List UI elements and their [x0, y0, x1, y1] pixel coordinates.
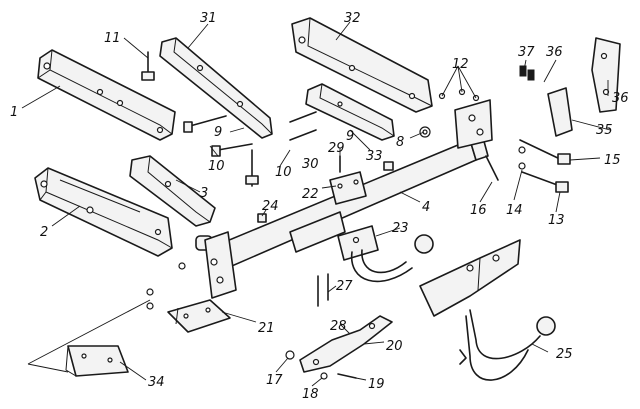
- callout-19: 19: [368, 377, 385, 392]
- part-25-detachable-hitch: [419, 239, 556, 381]
- callout-10a: 10: [208, 159, 225, 174]
- callout-labels: 1 2 3 4 8 9 9 10 10 11 12 13 14 15 16 17…: [10, 11, 629, 402]
- part-32-right-rail: [291, 17, 433, 113]
- callout-33: 33: [366, 149, 383, 164]
- callout-34: 34: [148, 375, 165, 390]
- callout-36a: 36: [546, 45, 563, 60]
- callout-30: 30: [302, 157, 319, 172]
- part-35-36-brackets: [519, 37, 621, 137]
- part-22-mount-plate: [329, 171, 367, 205]
- callout-11: 11: [104, 31, 121, 46]
- callout-24: 24: [262, 199, 279, 214]
- callout-9a: 9: [214, 125, 222, 140]
- callout-15: 15: [604, 153, 621, 168]
- callout-22: 22: [302, 187, 319, 202]
- callout-31: 31: [200, 11, 217, 26]
- callout-2: 2: [40, 225, 48, 240]
- callout-25: 25: [556, 347, 573, 362]
- callout-17: 17: [266, 373, 283, 388]
- part-34-plate: [65, 345, 129, 377]
- part-4-main-beam: [204, 99, 493, 299]
- bolts: [141, 51, 571, 379]
- callout-12: 12: [452, 57, 469, 72]
- callout-20: 20: [386, 339, 403, 354]
- part-2-left-lower-rail: [34, 167, 173, 257]
- callout-28: 28: [330, 319, 347, 334]
- part-23-hitch-ball: [337, 225, 434, 283]
- callout-21: 21: [258, 321, 275, 336]
- callout-8: 8: [396, 135, 404, 150]
- callout-13: 13: [548, 213, 565, 228]
- callout-27: 27: [336, 279, 353, 294]
- callout-9b: 9: [346, 129, 354, 144]
- callout-36b: 36: [612, 91, 629, 106]
- part-20-lower-bracket: [299, 315, 393, 373]
- part-31-cross-rail: [159, 37, 273, 139]
- callout-14: 14: [506, 203, 523, 218]
- callout-29: 29: [328, 141, 345, 156]
- callout-18: 18: [302, 387, 319, 402]
- callout-23: 23: [392, 221, 409, 236]
- callout-32: 32: [344, 11, 361, 26]
- callout-1: 1: [10, 105, 18, 120]
- callout-37: 37: [518, 45, 535, 60]
- part-33-mid-rail: [305, 83, 395, 141]
- part-21-bracket: [167, 299, 231, 333]
- callout-4: 4: [422, 200, 430, 215]
- callout-16: 16: [470, 203, 487, 218]
- callout-35: 35: [596, 123, 613, 138]
- callout-3: 3: [200, 186, 208, 201]
- leader-lines: [21, 21, 611, 387]
- callout-10b: 10: [275, 165, 292, 180]
- part-1-left-rail: [37, 49, 176, 141]
